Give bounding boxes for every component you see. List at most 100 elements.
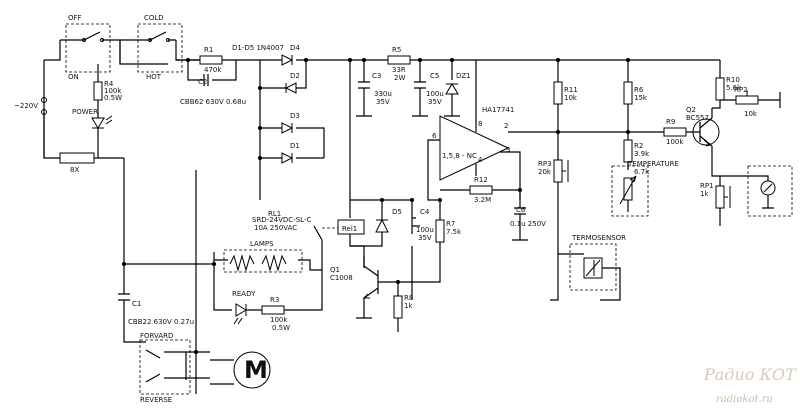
r8-label: R8 [404,294,413,302]
r9-label: R9 [666,118,675,126]
r5-value: 33R [392,66,406,74]
c5-cap: 100u [426,90,444,98]
c1-label: C1 [132,300,141,308]
q2-stage [656,60,781,177]
r10-label: R10 [726,76,740,84]
rp2-label: RP2 [734,86,748,94]
r7-value: 7.5k [446,228,462,236]
q1-value: C1008 [330,274,353,282]
c4-label: C4 [420,208,430,216]
r5-power: 2W [394,74,405,82]
r11-rp3 [550,58,569,301]
r4-label: R4 [104,80,114,88]
c4-voltage: 35V [418,234,432,242]
d3-label: D3 [290,112,300,120]
switch-cold-label: COLD [144,14,164,22]
switch-on-label: ON [68,73,79,81]
d4-label: D4 [290,44,300,52]
r5-label: R5 [392,46,401,54]
r11-label: R11 [564,86,578,94]
r4-value: 100k [104,87,122,95]
r12-value: 3.2M [474,196,491,204]
watermark-site: radiokot.ru [716,394,773,405]
c2-label: C2 [198,78,207,86]
r1-value: 470k [204,66,222,74]
opamp-pin8: 8 [478,120,482,128]
opamp-pin6: 6 [432,132,437,140]
switch-hot-label: HOT [146,73,162,81]
r12-label: R12 [474,176,488,184]
rp1-label: RP1 [700,182,714,190]
opamp-nc: 1,5,8 - NC [442,152,477,160]
fuse-label: 8X [70,166,79,174]
q2-label: Q2 [686,106,696,114]
rl1-rating: 10A 250VAC [254,224,297,232]
r9-value: 100k [666,138,684,146]
temperature-label: TEMPERATURE [627,160,679,168]
supply-filter [348,55,720,218]
q2-value: BC557 [686,114,709,122]
ready-label: READY [232,290,256,298]
thermistor-value: 6.7k [634,168,650,176]
diode-bridge [258,54,350,200]
c3-cap: 330u [374,90,392,98]
watermark-logo: Радио КОТ [703,365,797,384]
rp3-value: 20k [538,168,552,176]
c4-cap: 100u [416,226,434,234]
r7-label: R7 [446,220,455,228]
c1-value: CBB22 630V 0.27u [128,318,194,326]
dz1-label: DZ1 [456,72,471,80]
motor-section [118,170,271,395]
r4-power: 0.5W [104,94,122,102]
mains-input [41,40,61,159]
r6-label: R6 [634,86,644,94]
r2-label: R2 [634,142,643,150]
power-label: POWER [72,108,98,116]
r3-value: 100k [270,316,288,324]
r2-value: 3.9k [634,150,650,158]
lamps-label: LAMPS [250,240,274,248]
c3-voltage: 35V [376,98,390,106]
c2-value: CBB62 630V 0.68u [180,98,246,106]
opamp-pin4: 4 [478,156,483,164]
q1-stage [356,198,445,332]
r3-power: 0.5W [272,324,290,332]
r1-resistor [176,55,260,86]
rp1-value: 1k [700,190,709,198]
rp2-value: 10k [744,110,758,118]
forvard-label: FORVARD [140,332,173,340]
c6-value: 0.1u 250V [510,220,546,228]
c5-label: C5 [430,72,439,80]
opamp-pin3: 3 [506,146,510,154]
rel1-label: Rel1 [342,225,357,233]
meter-stage [715,165,793,226]
reverse-label: REVERSE [140,396,172,404]
r8-value: 1k [404,302,413,310]
termosensor-label: TERMOSENSOR [571,234,626,242]
motor-label: M [244,356,268,384]
r1-label: R1 [204,46,213,54]
switch-off-label: OFF [68,14,82,22]
r6-value: 15k [634,94,648,102]
c6-label: C6 [516,206,526,214]
d5-label: D5 [392,208,402,216]
feedback [440,185,528,241]
q1-label: Q1 [330,266,340,274]
d2-label: D2 [290,72,300,80]
d1-label: D1 [290,142,300,150]
power-led [91,64,113,158]
rp3-label: RP3 [538,160,552,168]
relay-section [313,198,420,300]
opamp-label: HA17741 [482,106,514,114]
c5-voltage: 35V [428,98,442,106]
power-switch [60,23,150,73]
rl1-model: SRD-24VDC-SL-C [252,216,311,224]
diodes-label: D1-D5 1N4007 [232,44,284,52]
mains-label: ~220V [14,102,38,110]
r11-value: 10k [564,94,578,102]
opamp [427,60,656,201]
rl1-label: RL1 [268,210,281,218]
r10-value: 5.6k [726,84,742,92]
r3-label: R3 [270,296,279,304]
